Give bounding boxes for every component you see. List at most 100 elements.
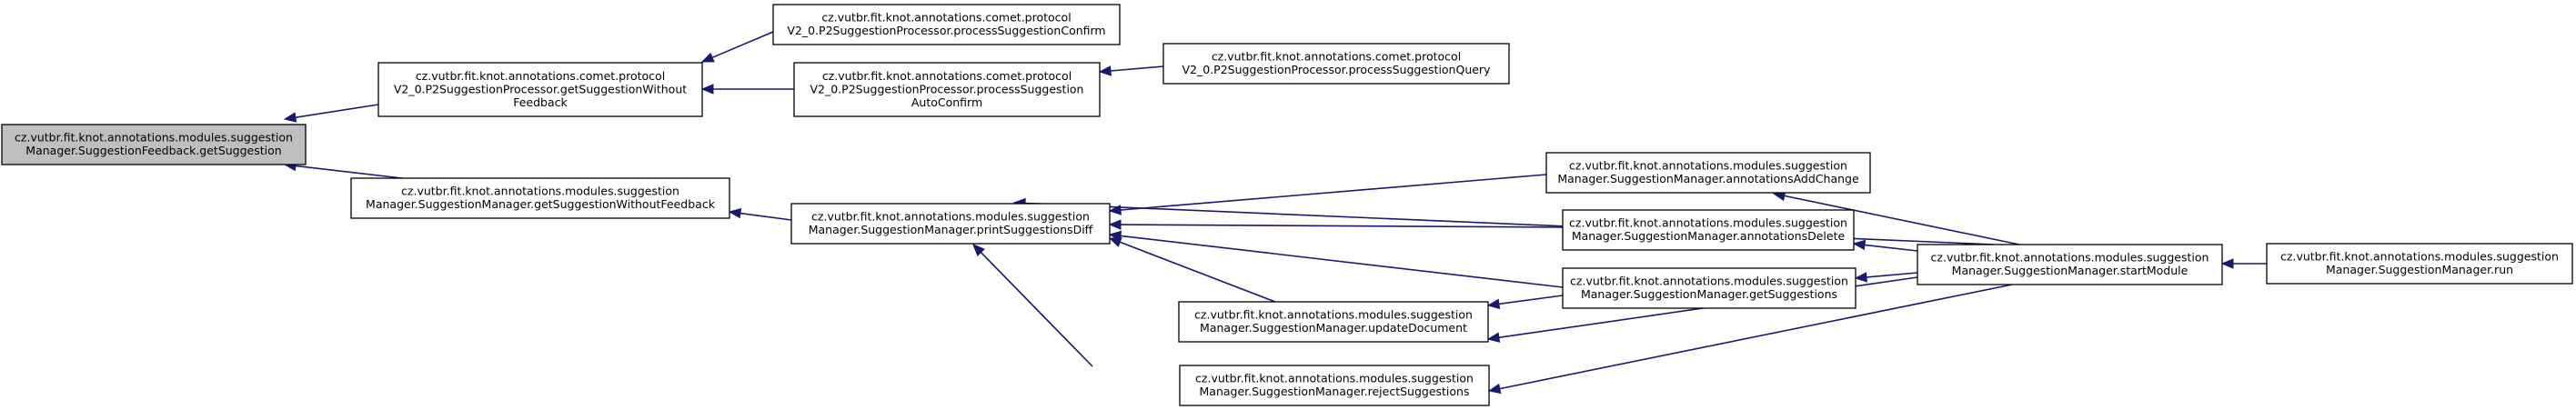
node-label-line: cz.vutbr.fit.knot.annotations.modules.su… — [2280, 250, 2559, 264]
node-box — [1917, 244, 2223, 285]
graph-node[interactable]: cz.vutbr.fit.knot.annotations.comet.prot… — [772, 4, 1121, 45]
node-label-line: cz.vutbr.fit.knot.annotations.comet.prot… — [1212, 50, 1461, 64]
edge-line — [1120, 235, 1564, 288]
node-box — [1562, 209, 1855, 251]
graph-node[interactable]: cz.vutbr.fit.knot.annotations.comet.prot… — [793, 62, 1101, 117]
edge-n4-to-n3 — [1098, 65, 1164, 76]
edge-n8-to-n6 — [1108, 219, 1564, 230]
arrowhead-icon — [700, 84, 714, 95]
nodes-layer: cz.vutbr.fit.knot.annotations.modules.su… — [1, 4, 2573, 406]
node-box — [772, 4, 1121, 45]
arrowhead-icon — [283, 112, 297, 123]
node-label-line: cz.vutbr.fit.knot.annotations.modules.su… — [1570, 275, 1848, 288]
edge-line — [1866, 272, 1918, 278]
edge-n3-to-n1 — [700, 84, 794, 95]
arrowhead-icon — [1098, 65, 1112, 76]
node-label-line: cz.vutbr.fit.knot.annotations.comet.prot… — [821, 11, 1071, 25]
edge-line — [711, 31, 774, 59]
node-box — [793, 62, 1101, 117]
edge-line — [1119, 241, 1276, 303]
edge-line — [1110, 65, 1164, 72]
node-label-line: Feedback — [513, 95, 568, 109]
node-label-line: cz.vutbr.fit.knot.annotations.modules.su… — [1569, 159, 1847, 173]
arrowhead-icon — [1486, 298, 1501, 310]
node-label-line: cz.vutbr.fit.knot.annotations.modules.su… — [1931, 251, 2209, 265]
edge-n7-to-n6 — [1108, 174, 1547, 215]
edge-n9-to-n10 — [1486, 295, 1564, 310]
node-box — [1562, 267, 1857, 309]
arrowhead-icon — [728, 207, 742, 219]
edge-line — [1120, 224, 1564, 228]
node-label-line: AutoConfirm — [911, 95, 982, 109]
arrowhead-icon — [1852, 239, 1867, 251]
node-box — [1162, 43, 1510, 85]
arrowhead-icon — [2220, 258, 2234, 269]
graph-node[interactable]: cz.vutbr.fit.knot.annotations.comet.prot… — [377, 62, 703, 117]
node-box — [790, 203, 1111, 245]
edge-line — [1864, 244, 1918, 252]
node-box — [1179, 365, 1490, 406]
node-label-line: cz.vutbr.fit.knot.annotations.modules.su… — [1195, 372, 1474, 385]
edge-line — [1498, 295, 1564, 305]
arrowhead-icon — [1487, 383, 1502, 395]
edge-n2-to-n1 — [700, 31, 774, 63]
edge-line — [1499, 284, 2013, 390]
node-label-line: Manager.SuggestionManager.annotationsDel… — [1572, 229, 1846, 243]
node-box — [350, 177, 730, 219]
node-label-line: V2_0.P2SuggestionProcessor.getSuggestion… — [394, 82, 687, 95]
node-label-line: Manager.SuggestionManager.getSuggestions — [1581, 287, 1837, 301]
arrowhead-icon — [972, 244, 985, 256]
graph-node[interactable]: cz.vutbr.fit.knot.annotations.modules.su… — [1562, 267, 1857, 309]
node-label-line: Manager.SuggestionManager.updateDocument — [1200, 321, 1467, 335]
node-label-line: Manager.SuggestionManager.startModule — [1952, 264, 2189, 277]
node-label-line: Manager.SuggestionManager.getSuggestionW… — [366, 197, 716, 211]
root-node: cz.vutbr.fit.knot.annotations.modules.su… — [1, 124, 307, 165]
node-label-line: cz.vutbr.fit.knot.annotations.modules.su… — [15, 131, 293, 145]
edge-line — [295, 104, 379, 118]
arrowhead-icon — [1108, 205, 1122, 215]
node-box — [1545, 152, 1871, 194]
edge-line — [295, 165, 403, 179]
edge-n1-to-n0 — [283, 104, 379, 123]
arrowhead-icon — [1108, 237, 1122, 247]
graph-node[interactable]: cz.vutbr.fit.knot.annotations.comet.prot… — [1162, 43, 1510, 85]
graph-node[interactable]: cz.vutbr.fit.knot.annotations.modules.su… — [1545, 152, 1871, 194]
edge-n12-to-n8 — [1852, 239, 1918, 252]
node-label-line: Manager.SuggestionManager.rejectSuggesti… — [1200, 385, 1470, 398]
node-label-line: Manager.SuggestionManager.run — [2326, 263, 2513, 276]
edge-n12-to-n9 — [1854, 272, 1918, 283]
node-label-line: V2_0.P2SuggestionProcessor.processSugges… — [787, 24, 1105, 37]
edge-n9-to-n6 — [1108, 230, 1564, 288]
graph-node[interactable]: cz.vutbr.fit.knot.annotations.modules.su… — [350, 177, 730, 219]
graph-node[interactable]: cz.vutbr.fit.knot.annotations.modules.su… — [1178, 301, 1489, 343]
arrowhead-icon — [700, 52, 715, 63]
node-label-line: cz.vutbr.fit.knot.annotations.modules.su… — [811, 210, 1090, 224]
edge-line — [980, 252, 1093, 367]
node-label-line: V2_0.P2SuggestionProcessor.processSugges… — [810, 82, 1084, 95]
node-label-line: cz.vutbr.fit.knot.annotations.comet.prot… — [416, 69, 665, 83]
node-label-line: Manager.SuggestionFeedback.getSuggestion — [25, 144, 281, 157]
graph-node[interactable]: cz.vutbr.fit.knot.annotations.modules.su… — [1562, 209, 1855, 251]
arrowhead-icon — [1486, 332, 1501, 343]
node-box — [2266, 243, 2573, 285]
edge-n6-to-n5 — [728, 207, 792, 221]
graph-node[interactable]: cz.vutbr.fit.knot.annotations.modules.su… — [1917, 244, 2223, 285]
node-label-line: V2_0.P2SuggestionProcessor.processSugges… — [1182, 63, 1492, 76]
graph-node[interactable]: cz.vutbr.fit.knot.annotations.modules.su… — [2266, 243, 2573, 285]
arrowhead-icon — [1108, 219, 1122, 230]
node-label-line: cz.vutbr.fit.knot.annotations.comet.prot… — [822, 69, 1072, 83]
node-label-line: Manager.SuggestionManager.printSuggestio… — [809, 223, 1093, 236]
graph-node[interactable]: cz.vutbr.fit.knot.annotations.modules.su… — [1179, 365, 1490, 406]
edge-n11-to-n6 — [972, 244, 1093, 367]
edge-n10-to-n6 — [1108, 237, 1276, 303]
graph-node[interactable]: cz.vutbr.fit.knot.annotations.modules.su… — [790, 203, 1111, 245]
node-label-line: cz.vutbr.fit.knot.annotations.modules.su… — [401, 185, 679, 198]
node-box — [1178, 301, 1489, 343]
edge-line — [1120, 174, 1547, 211]
node-label-line: cz.vutbr.fit.knot.annotations.modules.su… — [1569, 216, 1847, 230]
arrowhead-icon — [1854, 272, 1867, 283]
edge-n13-to-n12 — [2220, 258, 2267, 269]
edge-n12-to-n11 — [1487, 284, 2013, 395]
edge-line — [1784, 195, 2020, 245]
